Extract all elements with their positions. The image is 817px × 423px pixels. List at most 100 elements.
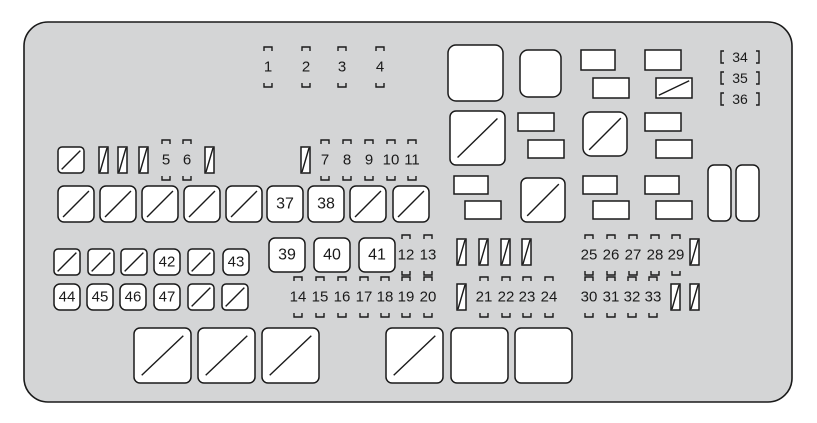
blank-slim-fuse	[98, 146, 109, 174]
fuse-number: 43	[228, 254, 245, 271]
fuse-15: 15	[312, 276, 328, 318]
fuse-3: 3	[337, 46, 347, 88]
fuse-37: 37	[266, 185, 304, 223]
fuse-46: 46	[119, 283, 147, 311]
fuse-16: 16	[334, 276, 351, 318]
blank-relay	[261, 327, 320, 384]
fuse-number: 41	[368, 247, 386, 264]
blank-fuse	[187, 248, 215, 276]
fuse-31: 31	[603, 276, 619, 318]
blank-relay	[99, 185, 137, 223]
relay-block	[519, 49, 562, 98]
fuse-number: 16	[334, 289, 351, 306]
fuse-2: 2	[301, 46, 311, 88]
fuse-number: 12	[398, 247, 415, 264]
fuse-6: 6	[182, 139, 192, 181]
fuse-43: 43	[222, 248, 250, 276]
fuse-number: 8	[343, 152, 351, 169]
fuse-18: 18	[377, 276, 394, 318]
blank-slim-fuse	[300, 146, 311, 174]
fuse-27: 27	[625, 234, 642, 276]
fuse-number: 24	[541, 289, 558, 306]
blank-relay	[57, 185, 95, 223]
relay-slot	[592, 200, 630, 220]
blank-relay	[141, 185, 179, 223]
relay-slot	[580, 49, 616, 71]
fuse-20: 20	[420, 276, 436, 318]
fuse-number: 37	[276, 196, 294, 213]
fuse-42: 42	[153, 248, 181, 276]
relay-slot	[655, 139, 693, 159]
fuse-number: 38	[317, 196, 335, 213]
fuse-35: 35	[720, 70, 760, 86]
blank-slim-fuse	[138, 146, 149, 174]
blank-slim-fuse	[689, 238, 700, 266]
fuse-33: 33	[645, 276, 662, 318]
blank-fuse	[53, 248, 81, 276]
fuse-number: 45	[92, 289, 109, 306]
fuse-number: 13	[420, 247, 437, 264]
fuse-number: 44	[59, 289, 76, 306]
blank-slim-fuse	[689, 283, 700, 311]
fuse-number: 27	[625, 247, 642, 264]
relay-slot	[644, 112, 682, 132]
blank-relay	[197, 327, 256, 384]
relay-slot	[735, 164, 760, 222]
fuse-number: 42	[159, 254, 176, 271]
fuse-32: 32	[624, 276, 640, 318]
relay-block	[450, 327, 509, 384]
blank-relay	[225, 185, 263, 223]
fuse-number: 11	[404, 152, 420, 169]
relay-block	[449, 110, 506, 166]
fuse-number: 34	[732, 49, 748, 65]
relay-slot	[655, 200, 693, 220]
fuse-number: 35	[732, 70, 748, 86]
fuse-19: 19	[398, 276, 415, 318]
fuse-11: 11	[404, 139, 420, 181]
fuse-number: 46	[125, 289, 142, 306]
fuse-34: 34	[720, 49, 760, 65]
fuse-25: 25	[581, 234, 598, 276]
fuse-number: 47	[159, 289, 176, 306]
fuse-number: 10	[383, 152, 400, 169]
fuse-13: 13	[420, 234, 437, 276]
relay-slot	[582, 175, 618, 195]
blank-slim-fuse	[456, 238, 467, 266]
blank-relay	[133, 327, 192, 384]
fuse-number: 4	[376, 59, 384, 76]
fuse-number: 33	[645, 289, 662, 306]
relay-block	[582, 111, 628, 157]
fuse-5: 5	[161, 139, 171, 181]
relay-block	[520, 177, 566, 223]
fuse-number: 3	[338, 59, 346, 76]
fuse-number: 18	[377, 289, 394, 306]
fuse-9: 9	[364, 139, 374, 181]
relay-block	[514, 327, 573, 384]
fuse-1: 1	[263, 46, 273, 88]
relay-slot	[644, 175, 680, 195]
fuse-39: 39	[268, 237, 306, 273]
blank-slim-fuse	[521, 238, 532, 266]
fuse-number: 1	[264, 59, 272, 76]
blank-slim-fuse	[478, 238, 489, 266]
relay-slot	[707, 164, 732, 222]
fuse-number: 19	[398, 289, 415, 306]
fuse-21: 21	[476, 276, 492, 318]
fuse-22: 22	[498, 276, 514, 318]
fuse-10: 10	[383, 139, 400, 181]
fuse-12: 12	[398, 234, 415, 276]
relay-block	[447, 44, 504, 102]
fuse-number: 2	[302, 59, 310, 76]
fuse-number: 39	[278, 247, 296, 264]
blank-relay	[385, 327, 444, 384]
relay-slot	[464, 200, 502, 220]
blank-slim-fuse	[670, 283, 681, 311]
fuse-8: 8	[342, 139, 352, 181]
fuse-number: 23	[519, 289, 536, 306]
fuse-number: 25	[581, 247, 598, 264]
fuse-number: 28	[647, 247, 664, 264]
blank-fuse	[87, 248, 115, 276]
fuse-17: 17	[356, 276, 372, 318]
